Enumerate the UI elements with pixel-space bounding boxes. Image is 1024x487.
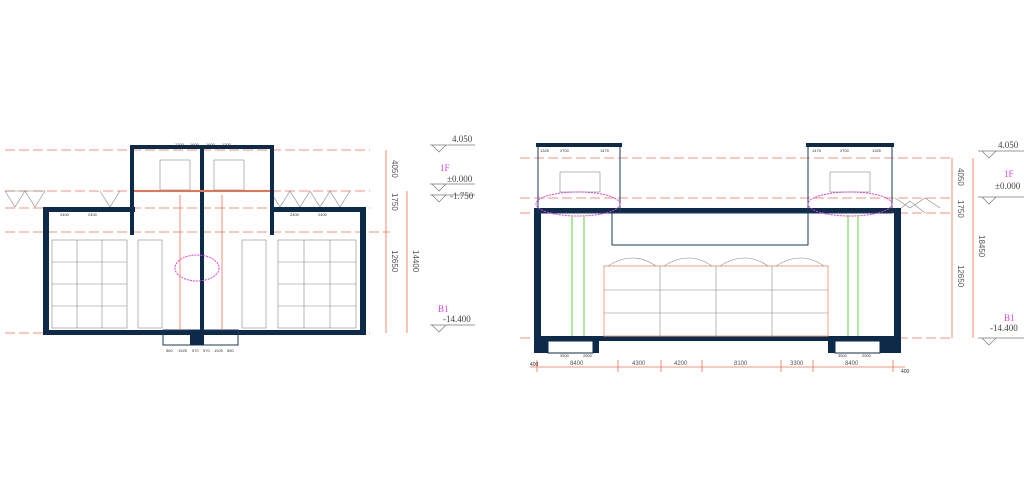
- floor-1f-label: 1F: [1004, 169, 1014, 179]
- dim-label: 1325: [540, 148, 550, 153]
- car-stack-right: [241, 239, 357, 329]
- base-slab: [534, 336, 901, 341]
- dim-label: 400: [530, 362, 539, 368]
- dim-middle: 1750: [390, 193, 399, 211]
- dim-label: 1600: [190, 142, 200, 147]
- ground-hatch: [4, 190, 351, 208]
- dim-label: 4200: [674, 361, 688, 367]
- dim-label: 1925: [214, 348, 224, 353]
- lift-car-right: [213, 159, 245, 191]
- level-1f: ±0.000: [447, 174, 473, 184]
- dim-label: 2400: [290, 212, 300, 217]
- level-top: 4.050: [998, 140, 1019, 150]
- wall-left: [43, 207, 49, 334]
- dim-label: 2400: [318, 212, 328, 217]
- dim-label: 3500: [838, 353, 848, 358]
- wall-left: [534, 210, 541, 342]
- dim-total: 14400: [411, 250, 420, 273]
- dim-label: 2900: [862, 353, 872, 358]
- floor-1f-label: 1F: [440, 163, 450, 173]
- dim-lower: 12650: [956, 265, 965, 288]
- shaft-wall-right: [270, 145, 274, 235]
- level-markers-left: 4.050 1F ±0.000 -1.750 B1 -14.400: [430, 134, 475, 333]
- left-section: 1200 1600 1600 1200 2400 2400 2400 2400 …: [4, 134, 475, 353]
- dim-label: 1200: [175, 142, 185, 147]
- dim-label: 570: [192, 348, 199, 353]
- floor-b1-label: B1: [438, 304, 449, 314]
- level-1f: ±0.000: [995, 181, 1021, 191]
- dim-label: 8400: [570, 361, 584, 367]
- upper-room: [611, 212, 809, 246]
- dim-label: 1200: [222, 142, 232, 147]
- dim-label: 8100: [734, 361, 748, 367]
- right-section: 1325 2700 1475 1475 2700 1325 3500 2900 …: [520, 140, 1024, 375]
- dim-label: 3300: [790, 361, 804, 367]
- dim-label: 2700: [560, 148, 570, 153]
- level-markers-right: 4.050 1F ±0.000 B1 -14.400: [978, 140, 1024, 346]
- dim-label: 570: [203, 348, 210, 353]
- dim-label: 4300: [632, 361, 646, 367]
- dim-label: 560: [227, 348, 234, 353]
- wall-right: [894, 210, 901, 342]
- roof-slab: [534, 208, 901, 213]
- dim-label: 1475: [812, 148, 822, 153]
- dim-label: 560: [166, 348, 173, 353]
- dim-label: 2400: [60, 212, 70, 217]
- car-stack: [603, 257, 829, 337]
- level-b1: -14.400: [990, 323, 1018, 333]
- dim-label: 1600: [206, 142, 216, 147]
- dim-upper: 4050: [956, 168, 965, 186]
- revision-cloud-left: [535, 191, 621, 217]
- dim-label: 400: [901, 369, 910, 375]
- dim-label: 2900: [583, 353, 593, 358]
- dim-label: 2400: [88, 212, 98, 217]
- base-slab: [43, 330, 366, 335]
- dim-label: 1925: [178, 348, 188, 353]
- level-mid: -1.750: [450, 191, 474, 201]
- lift-car-left: [559, 171, 601, 193]
- lift-car-left: [159, 159, 191, 191]
- slab-left: [43, 207, 135, 212]
- level-b1: -14.400: [443, 314, 471, 324]
- shaft-wall-left: [130, 145, 134, 235]
- dim-lower: 12650: [390, 250, 399, 273]
- level-top: 4.050: [452, 134, 473, 144]
- dim-middle: 1750: [956, 200, 965, 218]
- shaft-divider: [200, 145, 204, 340]
- tower-left: [537, 144, 621, 214]
- floor-1f-slab: [134, 190, 270, 192]
- pit-column: [190, 330, 204, 345]
- car-stack-left: [51, 239, 163, 329]
- wall-right: [360, 207, 366, 334]
- revision-cloud: [174, 254, 220, 282]
- lift-car-right: [829, 171, 871, 193]
- dim-total: 18450: [977, 235, 986, 258]
- dim-upper: 4050: [390, 160, 399, 178]
- dim-label: 2700: [840, 148, 850, 153]
- dim-label: 1325: [872, 148, 882, 153]
- dim-label: 1475: [600, 148, 610, 153]
- tower-right: [807, 144, 893, 214]
- ground-hatch: [894, 197, 941, 214]
- floor-b1-label: B1: [1004, 313, 1015, 323]
- revision-cloud-right: [807, 191, 893, 217]
- dim-label: 8400: [845, 361, 859, 367]
- dim-label: 3500: [560, 353, 570, 358]
- slab-right: [270, 207, 366, 212]
